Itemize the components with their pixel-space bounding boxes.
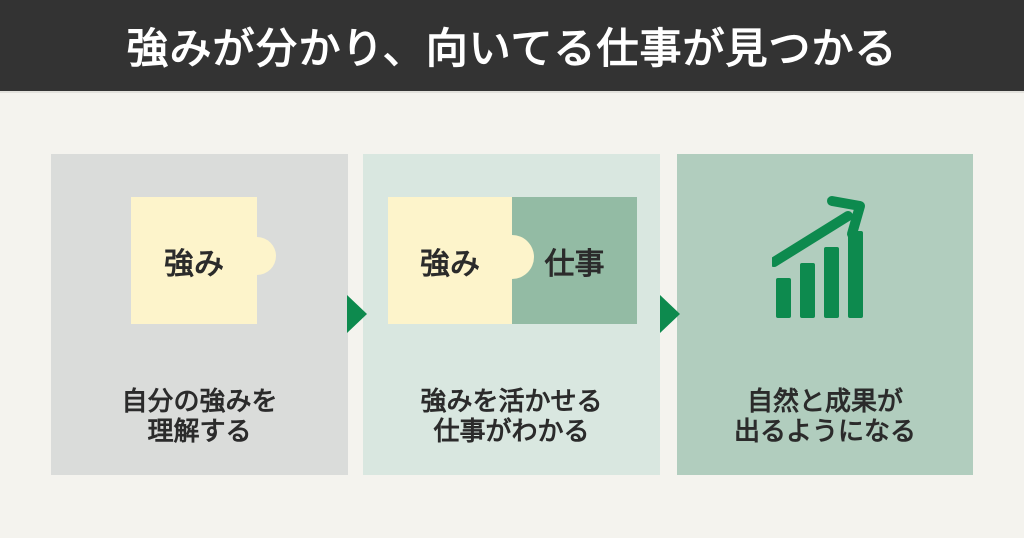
step-caption-line: 自分の強みを xyxy=(121,386,278,416)
step-caption-line: 仕事がわかる xyxy=(433,416,590,446)
step-caption-line: 自然と成果が xyxy=(746,386,903,416)
puzzle-knob xyxy=(490,235,534,279)
puzzle-knob xyxy=(238,237,276,275)
step-caption-line: 出るようになる xyxy=(733,416,916,446)
page-title: 強みが分かり、向いてる仕事が見つかる xyxy=(126,25,898,72)
growth-bar-chart-icon xyxy=(772,192,882,322)
header-banner: 強みが分かり、向いてる仕事が見つかる xyxy=(0,0,1024,93)
step-caption-line: 強みを活かせる xyxy=(420,386,603,416)
puzzle-piece-label: 強み xyxy=(164,247,224,281)
puzzle-piece-label: 仕事 xyxy=(544,247,605,281)
step-caption: 強みを活かせる 仕事がわかる xyxy=(363,386,660,446)
step-panel-understand-strengths: 強み 自分の強みを 理解する xyxy=(51,154,348,475)
step-caption: 自然と成果が 出るようになる xyxy=(677,386,973,446)
puzzle-piece-strength-icon: 強み xyxy=(131,197,276,324)
puzzle-piece-strength-icon: 強み xyxy=(388,197,534,324)
puzzle-piece-label: 強み xyxy=(420,247,480,281)
step-panel-results-follow: 自然と成果が 出るようになる xyxy=(677,154,973,475)
step-panel-find-matching-job: 仕事 強み 強みを活かせる 仕事がわかる xyxy=(363,154,660,475)
arrow-right-icon xyxy=(347,295,367,333)
arrow-right-icon xyxy=(660,295,680,333)
step-caption: 自分の強みを 理解する xyxy=(51,386,348,446)
step-caption-line: 理解する xyxy=(147,416,252,446)
